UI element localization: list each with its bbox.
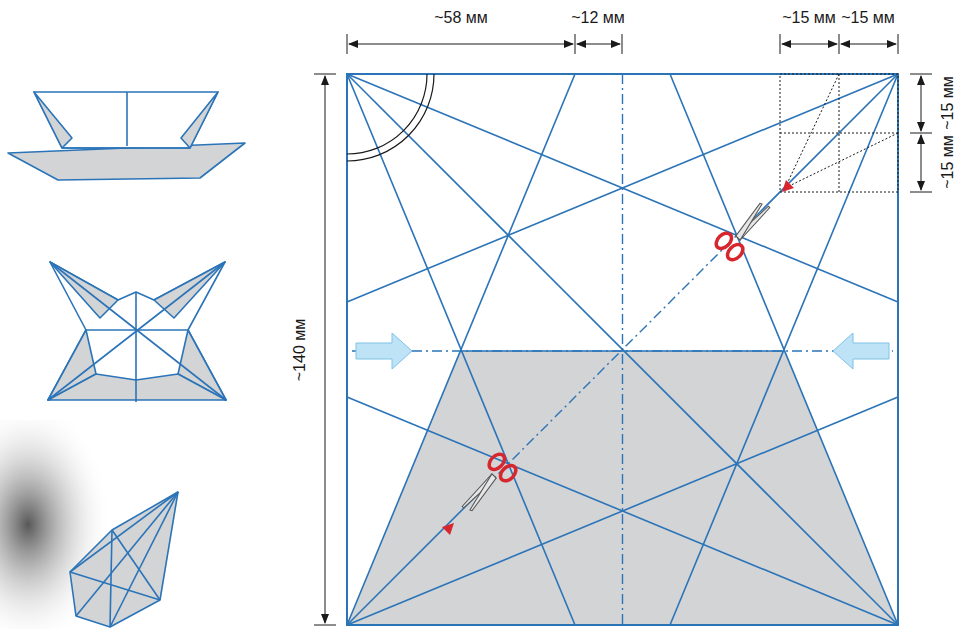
scissors-symbol: [453, 451, 519, 517]
dimension-label: ~58 мм: [432, 9, 490, 27]
fold-lines: [352, 74, 893, 625]
cut-arrowhead: [782, 180, 794, 192]
dimension-label: ~15 мм: [939, 74, 957, 132]
dimension-label: ~140 мм: [291, 317, 309, 383]
scissors-symbol: [713, 197, 779, 263]
folded-boat: [8, 92, 245, 180]
push-arrow: [356, 333, 412, 369]
folded-kite: [70, 492, 178, 627]
angle-marker: [347, 74, 434, 161]
dimension-label: ~15 мм: [939, 133, 957, 191]
folded-star: [48, 262, 226, 402]
push-arrow: [833, 333, 889, 369]
dimension-label: ~15 мм: [839, 9, 897, 27]
cut-arrowhead: [442, 523, 454, 535]
paper-square: [347, 74, 898, 625]
dimension-label: ~15 мм: [780, 9, 838, 27]
dimension-label: ~12 мм: [569, 9, 627, 27]
dimension-lines: [314, 34, 932, 625]
dotted-guides: [780, 74, 898, 192]
crease-lines: [347, 74, 898, 625]
